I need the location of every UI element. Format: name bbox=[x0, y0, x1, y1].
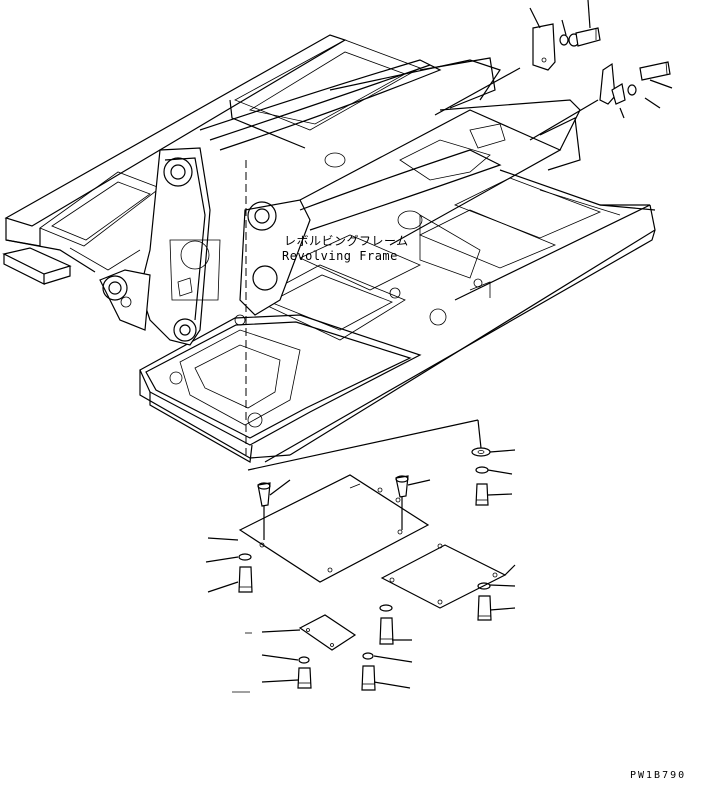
leader-marks bbox=[232, 632, 252, 693]
bracket-assembly-top bbox=[434, 0, 601, 116]
title-english: Revolving Frame bbox=[282, 249, 398, 263]
bracket-assembly-right bbox=[529, 61, 673, 141]
title-japanese: レボルビングフレーム bbox=[284, 234, 409, 248]
figure-code: PW1B790 bbox=[630, 770, 687, 781]
undercover-small bbox=[298, 614, 357, 651]
revolving-frame bbox=[2, 34, 656, 463]
fasteners bbox=[205, 419, 516, 691]
undercover-large bbox=[238, 474, 431, 583]
